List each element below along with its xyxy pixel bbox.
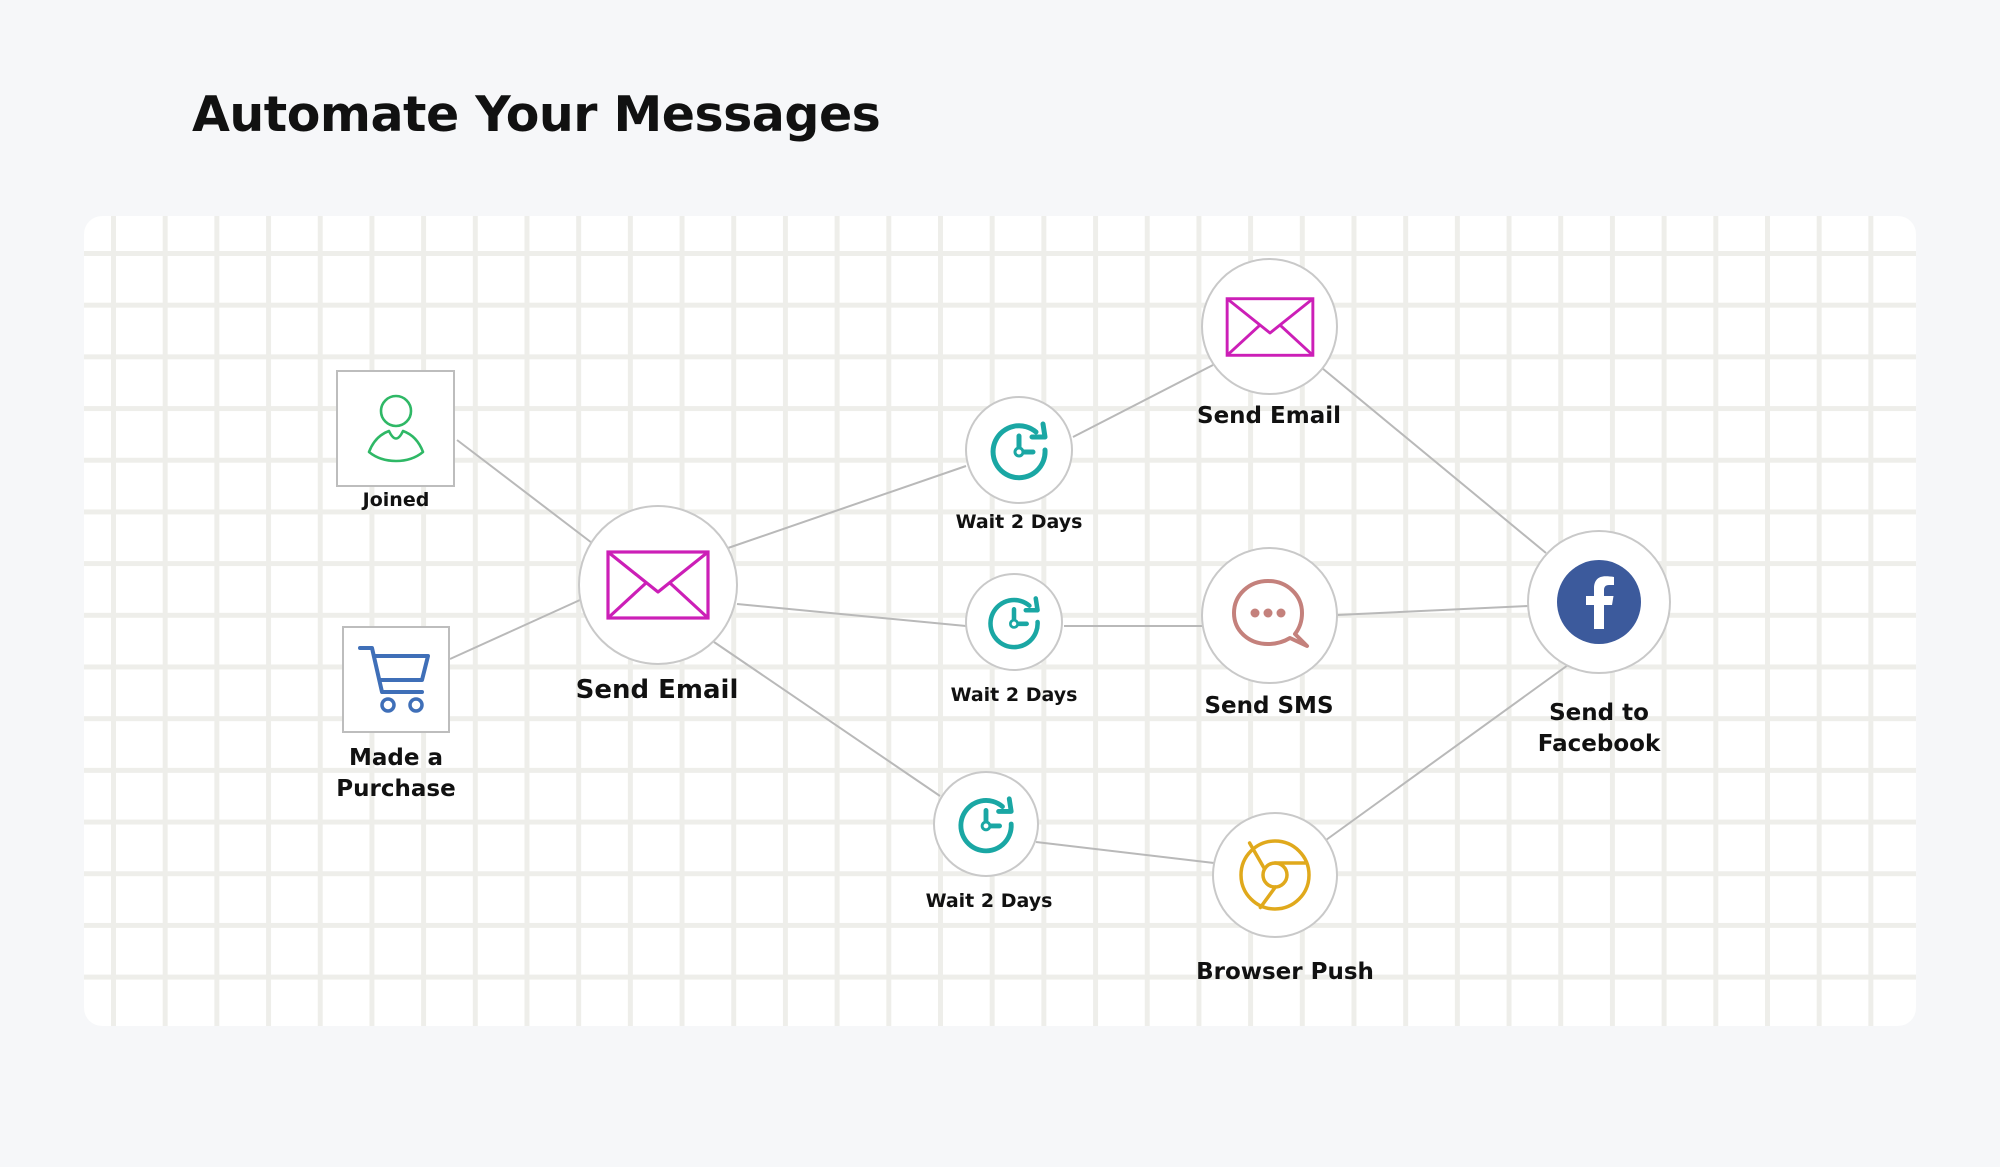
connector-email-to-wait-bottom <box>713 641 941 797</box>
joined-node[interactable] <box>336 370 455 487</box>
shopping-cart-icon <box>358 645 430 713</box>
send-sms-label: Send SMS <box>1204 693 1334 719</box>
clock-icon <box>958 796 1014 854</box>
clock-icon <box>988 596 1040 650</box>
send-email-node-main[interactable] <box>578 505 738 665</box>
page-title: Automate Your Messages <box>192 86 881 143</box>
send-email-main-label: Send Email <box>575 675 739 705</box>
user-icon <box>367 394 424 462</box>
wait-middle-label: Wait 2 Days <box>950 684 1078 706</box>
send-email-top-label: Send Email <box>1197 403 1341 429</box>
send-sms-node[interactable] <box>1201 547 1338 684</box>
wait-node-middle[interactable] <box>965 573 1063 671</box>
wait-bottom-label: Wait 2 Days <box>925 890 1053 912</box>
connector-browser-to-facebook <box>1325 664 1569 841</box>
envelope-icon <box>1225 296 1314 357</box>
facebook-icon <box>1557 560 1641 644</box>
send-email-node-top[interactable] <box>1201 258 1338 395</box>
facebook-node[interactable] <box>1527 530 1671 674</box>
wait-node-bottom[interactable] <box>933 771 1039 877</box>
browser-push-node[interactable] <box>1212 812 1338 938</box>
connector-email-top-to-facebook <box>1321 367 1547 554</box>
browser-icon <box>1239 839 1311 911</box>
purchase-label-line1: Made a <box>349 745 443 771</box>
connector-joined-to-email <box>456 439 593 544</box>
clock-icon <box>990 421 1048 481</box>
connector-wait-bottom-to-browser <box>1035 841 1215 864</box>
wait-node-top[interactable] <box>965 396 1073 504</box>
connector-email-to-wait-mid <box>736 603 967 627</box>
envelope-icon <box>606 550 710 620</box>
purchase-label-line2: Purchase <box>336 776 456 802</box>
browser-push-label: Browser Push <box>1196 959 1374 985</box>
facebook-label: Send to Facebook <box>1538 698 1660 760</box>
chat-bubble-icon <box>1231 578 1309 648</box>
joined-label: Joined <box>362 489 430 511</box>
connector-wait-top-to-email-top <box>1072 364 1214 438</box>
connector-email-to-wait-top <box>727 465 967 549</box>
connector-sms-to-facebook <box>1336 605 1529 616</box>
facebook-label-line2: Facebook <box>1537 731 1661 757</box>
wait-top-label: Wait 2 Days <box>955 511 1083 533</box>
purchase-node[interactable] <box>342 626 450 733</box>
purchase-label: Made a Purchase <box>336 743 455 805</box>
facebook-label-line1: Send to <box>1549 700 1649 726</box>
connector-purchase-to-email <box>449 599 581 660</box>
